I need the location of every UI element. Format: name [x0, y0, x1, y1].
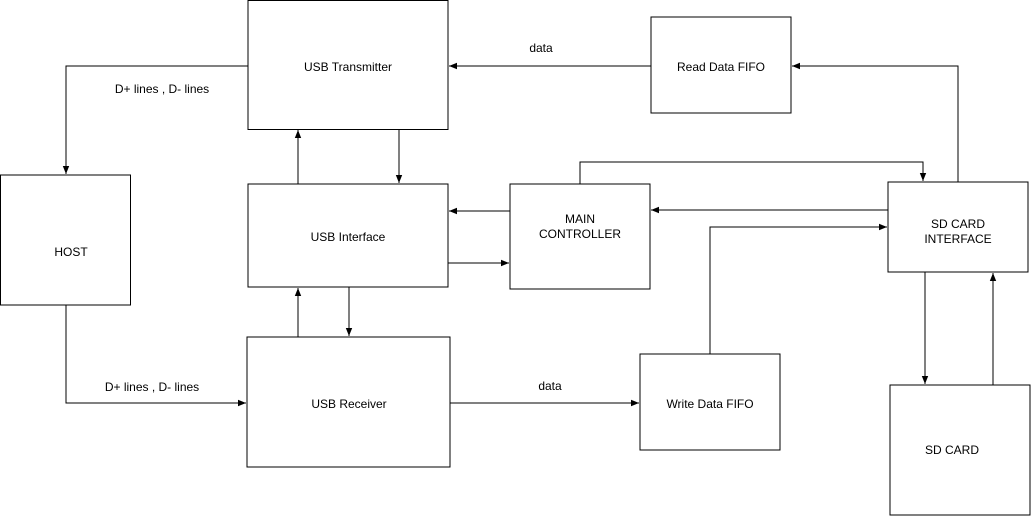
read-data-fifo-block: Read Data FIFO	[650, 16, 792, 114]
edge-label-write-data: data	[538, 379, 562, 393]
usb-receiver-label: USB Receiver	[311, 397, 386, 411]
edge-host-to-receiver	[65, 305, 246, 407]
usb-interface-label: USB Interface	[311, 230, 386, 244]
sd-card-block: SD CARD	[889, 384, 1031, 516]
sd-card-interface-label-line1: SD CARD	[931, 217, 985, 231]
host-block: HOST	[0, 174, 131, 306]
edge-controller-to-sd-interface	[579, 161, 927, 184]
usb-interface-block: USB Interface	[247, 183, 449, 288]
edge-write-fifo-to-sd-interface	[709, 223, 887, 354]
main-controller-label-line2: CONTROLLER	[539, 227, 621, 241]
write-data-fifo-block: Write Data FIFO	[639, 353, 781, 451]
usb-transmitter-block: USB Transmitter	[247, 0, 449, 130]
edge-sd-interface-to-read-fifo	[792, 62, 959, 182]
read-data-fifo-label: Read Data FIFO	[677, 60, 765, 74]
edge-transmitter-to-host	[62, 65, 248, 174]
main-controller-label-line1: MAIN	[565, 212, 595, 226]
edge-label-host-out: D+ lines , D- lines	[115, 82, 209, 96]
host-label: HOST	[54, 245, 88, 259]
usb-transmitter-label: USB Transmitter	[304, 60, 392, 74]
sd-card-interface-label-line2: INTERFACE	[924, 232, 991, 246]
edge-label-read-data: data	[529, 41, 553, 55]
edge-label-host-in: D+ lines , D- lines	[105, 380, 199, 394]
write-data-fifo-label: Write Data FIFO	[666, 397, 753, 411]
usb-receiver-block: USB Receiver	[246, 336, 451, 468]
main-controller-block: MAIN CONTROLLER	[509, 183, 651, 290]
sd-card-label: SD CARD	[925, 443, 979, 457]
sd-card-interface-block: SD CARD INTERFACE	[887, 181, 1029, 273]
